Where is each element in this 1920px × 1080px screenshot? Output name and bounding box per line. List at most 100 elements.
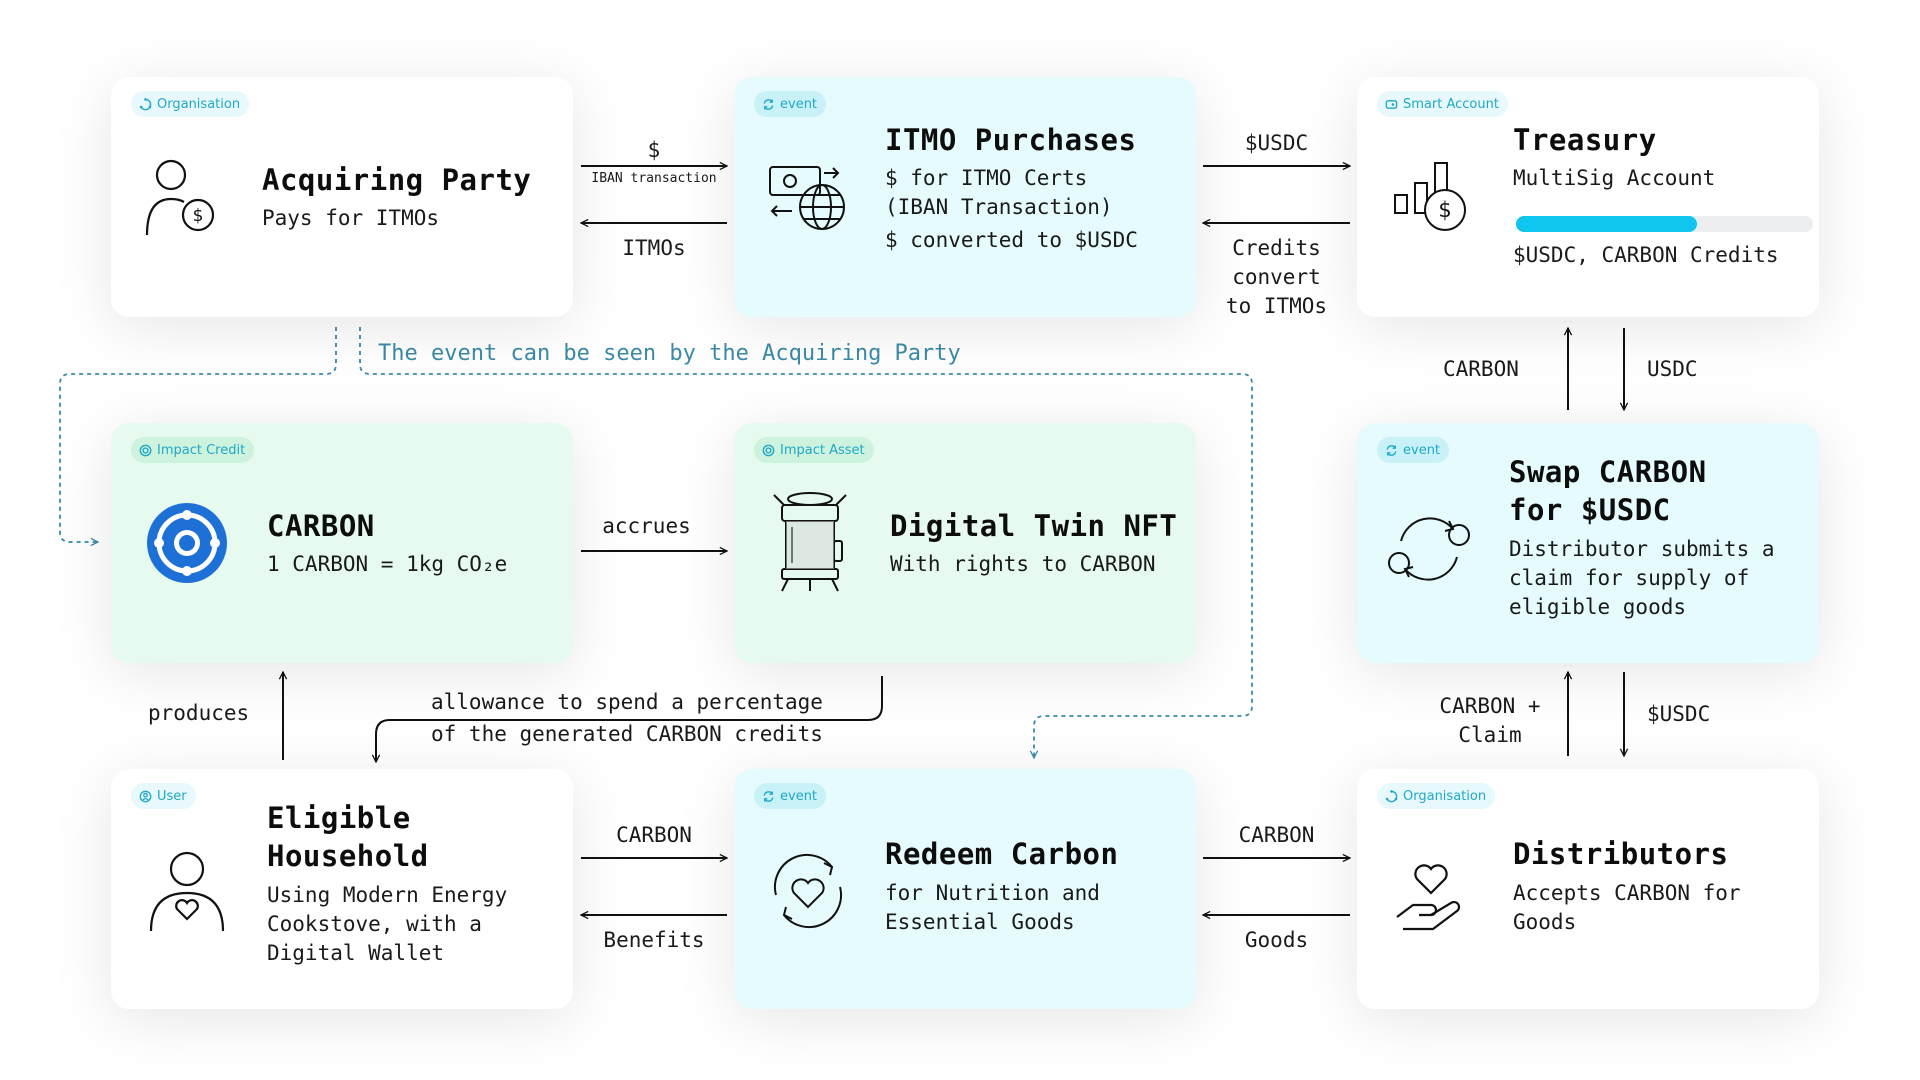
label-claim-line: Claim xyxy=(1458,723,1522,747)
svg-text:$: $ xyxy=(193,206,204,226)
cookstove-icon xyxy=(773,492,847,592)
card-line: Digital Wallet xyxy=(267,941,445,965)
label-acq-itmo-dollar: $ xyxy=(647,138,661,162)
label-iban-transaction: IBAN transaction xyxy=(591,171,717,186)
card-line: claim for supply of xyxy=(1509,566,1750,590)
label-redeem-carbon: CARBON xyxy=(1238,823,1315,847)
card-title: CARBON xyxy=(267,509,375,543)
label-accrues: accrues xyxy=(602,514,691,538)
treasury-text: Treasury MultiSig Account xyxy=(1513,121,1715,193)
label-allowance-line-2: of the generated CARBON credits xyxy=(431,722,823,746)
label-carbon-up: CARBON xyxy=(1443,357,1519,381)
card-line: MultiSig Account xyxy=(1513,166,1716,190)
card-line: for Nutrition and xyxy=(885,881,1100,905)
organisation-icon xyxy=(1385,789,1398,802)
card-title: Distributors xyxy=(1513,837,1729,871)
card-title: Household xyxy=(267,839,429,873)
cycle-arrows-icon xyxy=(1388,517,1470,581)
dashed-link-to-redeem xyxy=(359,327,1253,758)
cash-globe-icon xyxy=(769,166,845,230)
card-line: Accepts CARBON for xyxy=(1513,881,1741,905)
treasury-progress-bar xyxy=(1516,216,1813,232)
label-convert-line: convert xyxy=(1232,265,1321,289)
card-swap-carbon[interactable]: event Swap CARBON for $USDC Distributor … xyxy=(1357,423,1819,663)
chart-dollar-icon: $ xyxy=(1394,162,1466,231)
badge-label: Organisation xyxy=(1403,788,1487,804)
badge-organisation: Organisation xyxy=(1377,783,1496,809)
card-line: $ for ITMO Certs xyxy=(885,166,1088,190)
dashed-note-label: The event can be seen by the Acquiring P… xyxy=(378,341,961,366)
card-distributors[interactable]: Organisation Distributors Accepts CARBON… xyxy=(1357,769,1819,1009)
badge-event: event xyxy=(754,91,827,117)
label-goods: Goods xyxy=(1244,928,1309,952)
badge-user: User xyxy=(131,783,196,809)
refresh-icon xyxy=(1386,444,1397,456)
card-line: (IBAN Transaction) xyxy=(885,195,1113,219)
badge-impact-credit: Impact Credit xyxy=(131,437,255,463)
card-eligible-household[interactable]: User Eligible Household Using Modern Ene… xyxy=(111,769,573,1009)
badge-label: Organisation xyxy=(157,96,241,112)
label-to-itmos-line: to ITMOs xyxy=(1225,294,1328,318)
card-line: $USDC, CARBON Credits xyxy=(1513,243,1779,267)
label-credits-convert: Credits convert to ITMOs xyxy=(1203,234,1350,321)
distributors-text: Distributors Accepts CARBON for Goods xyxy=(1513,835,1741,937)
swap-text: Swap CARBON for $USDC Distributor submit… xyxy=(1509,453,1775,622)
household-text: Eligible Household Using Modern Energy C… xyxy=(267,799,507,968)
card-line: Pays for ITMOs xyxy=(262,206,440,230)
card-title: Digital Twin NFT xyxy=(890,509,1178,543)
acquiring-text: Acquiring Party Pays for ITMOs xyxy=(262,161,531,233)
user-icon xyxy=(139,790,152,802)
refresh-icon xyxy=(763,790,774,802)
carbon-token-icon xyxy=(147,503,227,583)
card-redeem-carbon[interactable]: event Redeem Carbon for Nutrition and Es… xyxy=(734,769,1196,1009)
card-title: Eligible xyxy=(267,801,411,835)
redeem-text: Redeem Carbon for Nutrition and Essentia… xyxy=(885,835,1118,937)
card-title: Redeem Carbon xyxy=(885,837,1119,871)
badge-label: event xyxy=(780,96,818,112)
carbon-text: CARBON 1 CARBON = 1kg CO₂e xyxy=(267,507,507,579)
label-usdc-down: USDC xyxy=(1647,357,1698,381)
card-carbon[interactable]: Impact Credit CARBON 1 CARBON = 1kg CO₂e xyxy=(111,423,573,663)
treasury-credits-text: $USDC, CARBON Credits xyxy=(1513,241,1779,270)
label-carbon-plus-line: CARBON + xyxy=(1439,694,1541,718)
label-produces: produces xyxy=(148,701,250,725)
svg-text:$: $ xyxy=(1438,198,1451,222)
twin-text: Digital Twin NFT With rights to CARBON xyxy=(890,507,1177,579)
card-title: for $USDC xyxy=(1509,493,1671,527)
badge-event: event xyxy=(1377,437,1450,463)
card-digital-twin-nft[interactable]: Impact Asset Digital Twin NFT With right… xyxy=(734,423,1196,663)
organisation-icon xyxy=(139,97,152,110)
card-line: 1 CARBON = 1kg CO₂e xyxy=(267,552,508,576)
itmo-text: ITMO Purchases $ for ITMO Certs (IBAN Tr… xyxy=(885,121,1138,255)
card-line: eligible goods xyxy=(1509,595,1687,619)
badge-label: Impact Credit xyxy=(157,442,246,458)
dashed-link-to-carbon xyxy=(59,327,337,542)
card-line: Using Modern Energy xyxy=(267,883,508,907)
label-itmos: ITMOs xyxy=(622,236,686,260)
card-line: $ converted to $USDC xyxy=(885,228,1138,252)
card-title: Acquiring Party xyxy=(262,163,532,197)
badge-label: Smart Account xyxy=(1403,96,1499,112)
label-allowance-line-1: allowance to spend a percentage xyxy=(431,690,823,714)
badge-label: Impact Asset xyxy=(780,442,865,458)
card-title: Treasury xyxy=(1513,123,1657,157)
card-line: With rights to CARBON xyxy=(890,552,1156,576)
label-hh-carbon: CARBON xyxy=(616,823,692,847)
badge-organisation: Organisation xyxy=(131,91,250,117)
label-usdc-top: $USDC xyxy=(1244,131,1309,155)
card-itmo-purchases[interactable]: event ITMO Purchases $ for ITMO Certs (I… xyxy=(734,77,1196,317)
badge-impact-asset: Impact Asset xyxy=(754,437,874,463)
card-title: Swap CARBON xyxy=(1509,455,1707,489)
card-line: Cookstove, with a xyxy=(267,912,482,936)
card-line: Distributor submits a xyxy=(1509,537,1775,561)
card-treasury[interactable]: Smart Account $ Treasury MultiSig Accoun… xyxy=(1357,77,1819,317)
hand-heart-icon xyxy=(1396,864,1461,931)
card-acquiring-party[interactable]: Organisation $ Acquiring Party Pays for … xyxy=(111,77,573,317)
badge-smart-account: Smart Account xyxy=(1377,91,1508,117)
badge-event: event xyxy=(754,783,827,809)
impact-credit-icon xyxy=(139,444,152,456)
card-title: ITMO Purchases xyxy=(885,123,1137,157)
card-line: Essential Goods xyxy=(885,910,1075,934)
